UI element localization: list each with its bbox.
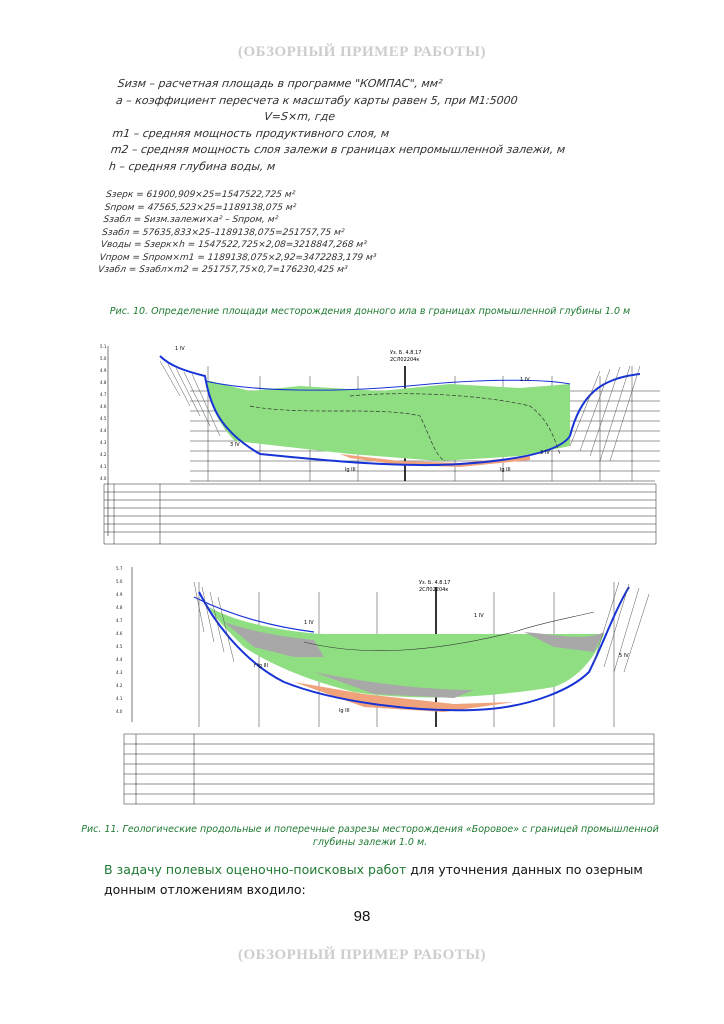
fig10-ytick-3: 4.8 — [100, 380, 107, 385]
figure-11-cross-section: Уз. Б. 4.8.17 2СЛ02204к 1 IV 1 IV f lg I… — [116, 566, 655, 805]
fig10-ytick-4: 4.7 — [100, 392, 107, 397]
fig11-label-2: 1 IV — [304, 620, 314, 626]
fig11-silt-right — [524, 632, 604, 652]
fig10-ytick-11: 4.0 — [100, 476, 107, 481]
formula-calc-1: Sзерк = 61900,909×25=1547522,725 м² — [105, 190, 296, 200]
formula-block: Sизм – расчетная площадь в программе "КО… — [97, 76, 588, 277]
formula-def-1: Sизм – расчетная площадь в программе "КО… — [117, 77, 444, 90]
figure-10-caption: Рис. 10. Определение площади месторожден… — [109, 306, 631, 317]
fig11-ytick-11: 4.0 — [116, 709, 123, 714]
fig11-ytick-0: 5.7 — [116, 566, 123, 571]
fig11-hatch-left — [193, 581, 235, 663]
fig10-ytick-2: 4.9 — [100, 368, 107, 373]
fig11-ytick-9: 4.2 — [116, 683, 123, 688]
fig10-hatch-left — [159, 360, 221, 437]
fig10-hatch-right — [569, 365, 641, 462]
fig10-label-4: 3 IV — [230, 442, 240, 448]
fig11-ytick-8: 4.3 — [116, 670, 123, 675]
figure-11-caption: Рис. 11. Геологические продольные и попе… — [81, 824, 659, 848]
fig10-ytick-5: 4.6 — [100, 404, 107, 409]
fig10-ytick-10: 4.1 — [100, 464, 107, 469]
fig10-label-6: lg III — [345, 467, 356, 473]
fig10-ytick-6: 4.5 — [100, 416, 107, 421]
fig10-label-1: 2СЛ02204к — [390, 357, 419, 363]
fig10-label-5: 3 IV — [540, 450, 550, 456]
body-paragraph: В задачу полевых оценочно-поисковых рабо… — [104, 860, 644, 900]
fig10-bottom-profile — [159, 355, 641, 467]
fig11-label-4: f lg III — [254, 663, 268, 669]
formula-calc-5: Vводы = Sзерк×h = 1547522,725×2,08=32188… — [100, 240, 368, 250]
formula-def-6: h – средняя глубина воды, м — [108, 159, 277, 173]
fig10-deposit-area — [205, 381, 570, 461]
fig11-silt-bottom — [314, 672, 474, 698]
fig11-deposit-area — [209, 607, 604, 698]
fig11-label-3: 1 IV — [474, 613, 484, 619]
page-number: 98 — [353, 908, 371, 925]
fig11-ytick-5: 4.6 — [116, 631, 123, 636]
formula-calc-2: Sпром = 47565,523×25=1189138,075 м² — [104, 202, 297, 213]
fig11-ytick-1: 5.0 — [116, 579, 123, 584]
fig11-label-6: 5 IV — [619, 653, 629, 659]
formula-def-4: m1 – средняя мощность продуктивного слоя… — [111, 126, 390, 140]
figure-10-cross-section: Уз. Б. 4.8.17 2СЛ02204к 1 IV 1 IV 3 IV 3… — [100, 344, 660, 545]
fig11-ytick-7: 4.4 — [116, 657, 123, 662]
fig11-label-1: 2СЛ02204к — [419, 587, 448, 593]
fig11-table — [123, 733, 655, 805]
fig11-ytick-2: 4.9 — [116, 592, 123, 597]
fig11-silt-left — [224, 622, 324, 657]
formula-calc-7: Vзабл = Sзабл×m2 = 251757,75×0,7=176230,… — [97, 265, 349, 275]
fig10-label-3: 1 IV — [520, 377, 530, 383]
watermark-bottom: (ОБЗОРНЫЙ ПРИМЕР РАБОТЫ) — [237, 947, 486, 963]
fig10-peat-layer — [340, 454, 530, 467]
fig10-label-2: 1 IV — [175, 346, 185, 352]
fig11-ytick-10: 4.1 — [116, 696, 123, 701]
fig10-ytick-0: 5.1 — [100, 344, 107, 349]
fig11-ytick-6: 4.5 — [116, 644, 123, 649]
formula-calc-4: Sзабл = 57635,833×25–1189138,075=251757,… — [101, 227, 345, 238]
fig10-ytick-1: 5.0 — [100, 356, 107, 361]
fig11-peat-layer — [294, 682, 514, 712]
body-rest: для уточнения данных по озерным донным о… — [104, 862, 643, 897]
formula-def-5: m2 – средняя мощность слоя залежи в гран… — [110, 143, 566, 156]
formula-def-3: V=S×m, где — [263, 110, 336, 123]
fig11-hatch-right — [593, 581, 650, 673]
formula-def-2: a – коэффициент пересчета к масштабу кар… — [115, 93, 519, 107]
body-highlight: В задачу полевых оценочно-поисковых рабо… — [104, 862, 407, 877]
fig10-table — [103, 483, 657, 545]
fig10-ytick-9: 4.2 — [100, 452, 107, 457]
fig11-label-5: lg III — [339, 708, 350, 714]
fig10-ytick-8: 4.3 — [100, 440, 107, 445]
watermark-top: (ОБЗОРНЫЙ ПРИМЕР РАБОТЫ) — [237, 44, 486, 60]
fig11-ytick-4: 4.7 — [116, 618, 123, 623]
formula-calc-3: Sзабл = Sизм.залежи×a² – Sпром, м² — [102, 215, 279, 225]
fig10-label-7: lg III — [500, 467, 511, 473]
fig11-label-0: Уз. Б. 4.8.17 — [419, 580, 450, 586]
fig10-ytick-7: 4.4 — [100, 428, 107, 433]
formula-calc-6: Vпром = Sпром×m1 = 1189138,075×2,92=3472… — [98, 252, 377, 263]
fig10-label-0: Уз. Б. 4.8.17 — [390, 350, 421, 356]
fig11-ytick-3: 4.8 — [116, 605, 123, 610]
fig10-water-line — [204, 379, 571, 391]
fig11-bottom-profile — [198, 586, 630, 712]
